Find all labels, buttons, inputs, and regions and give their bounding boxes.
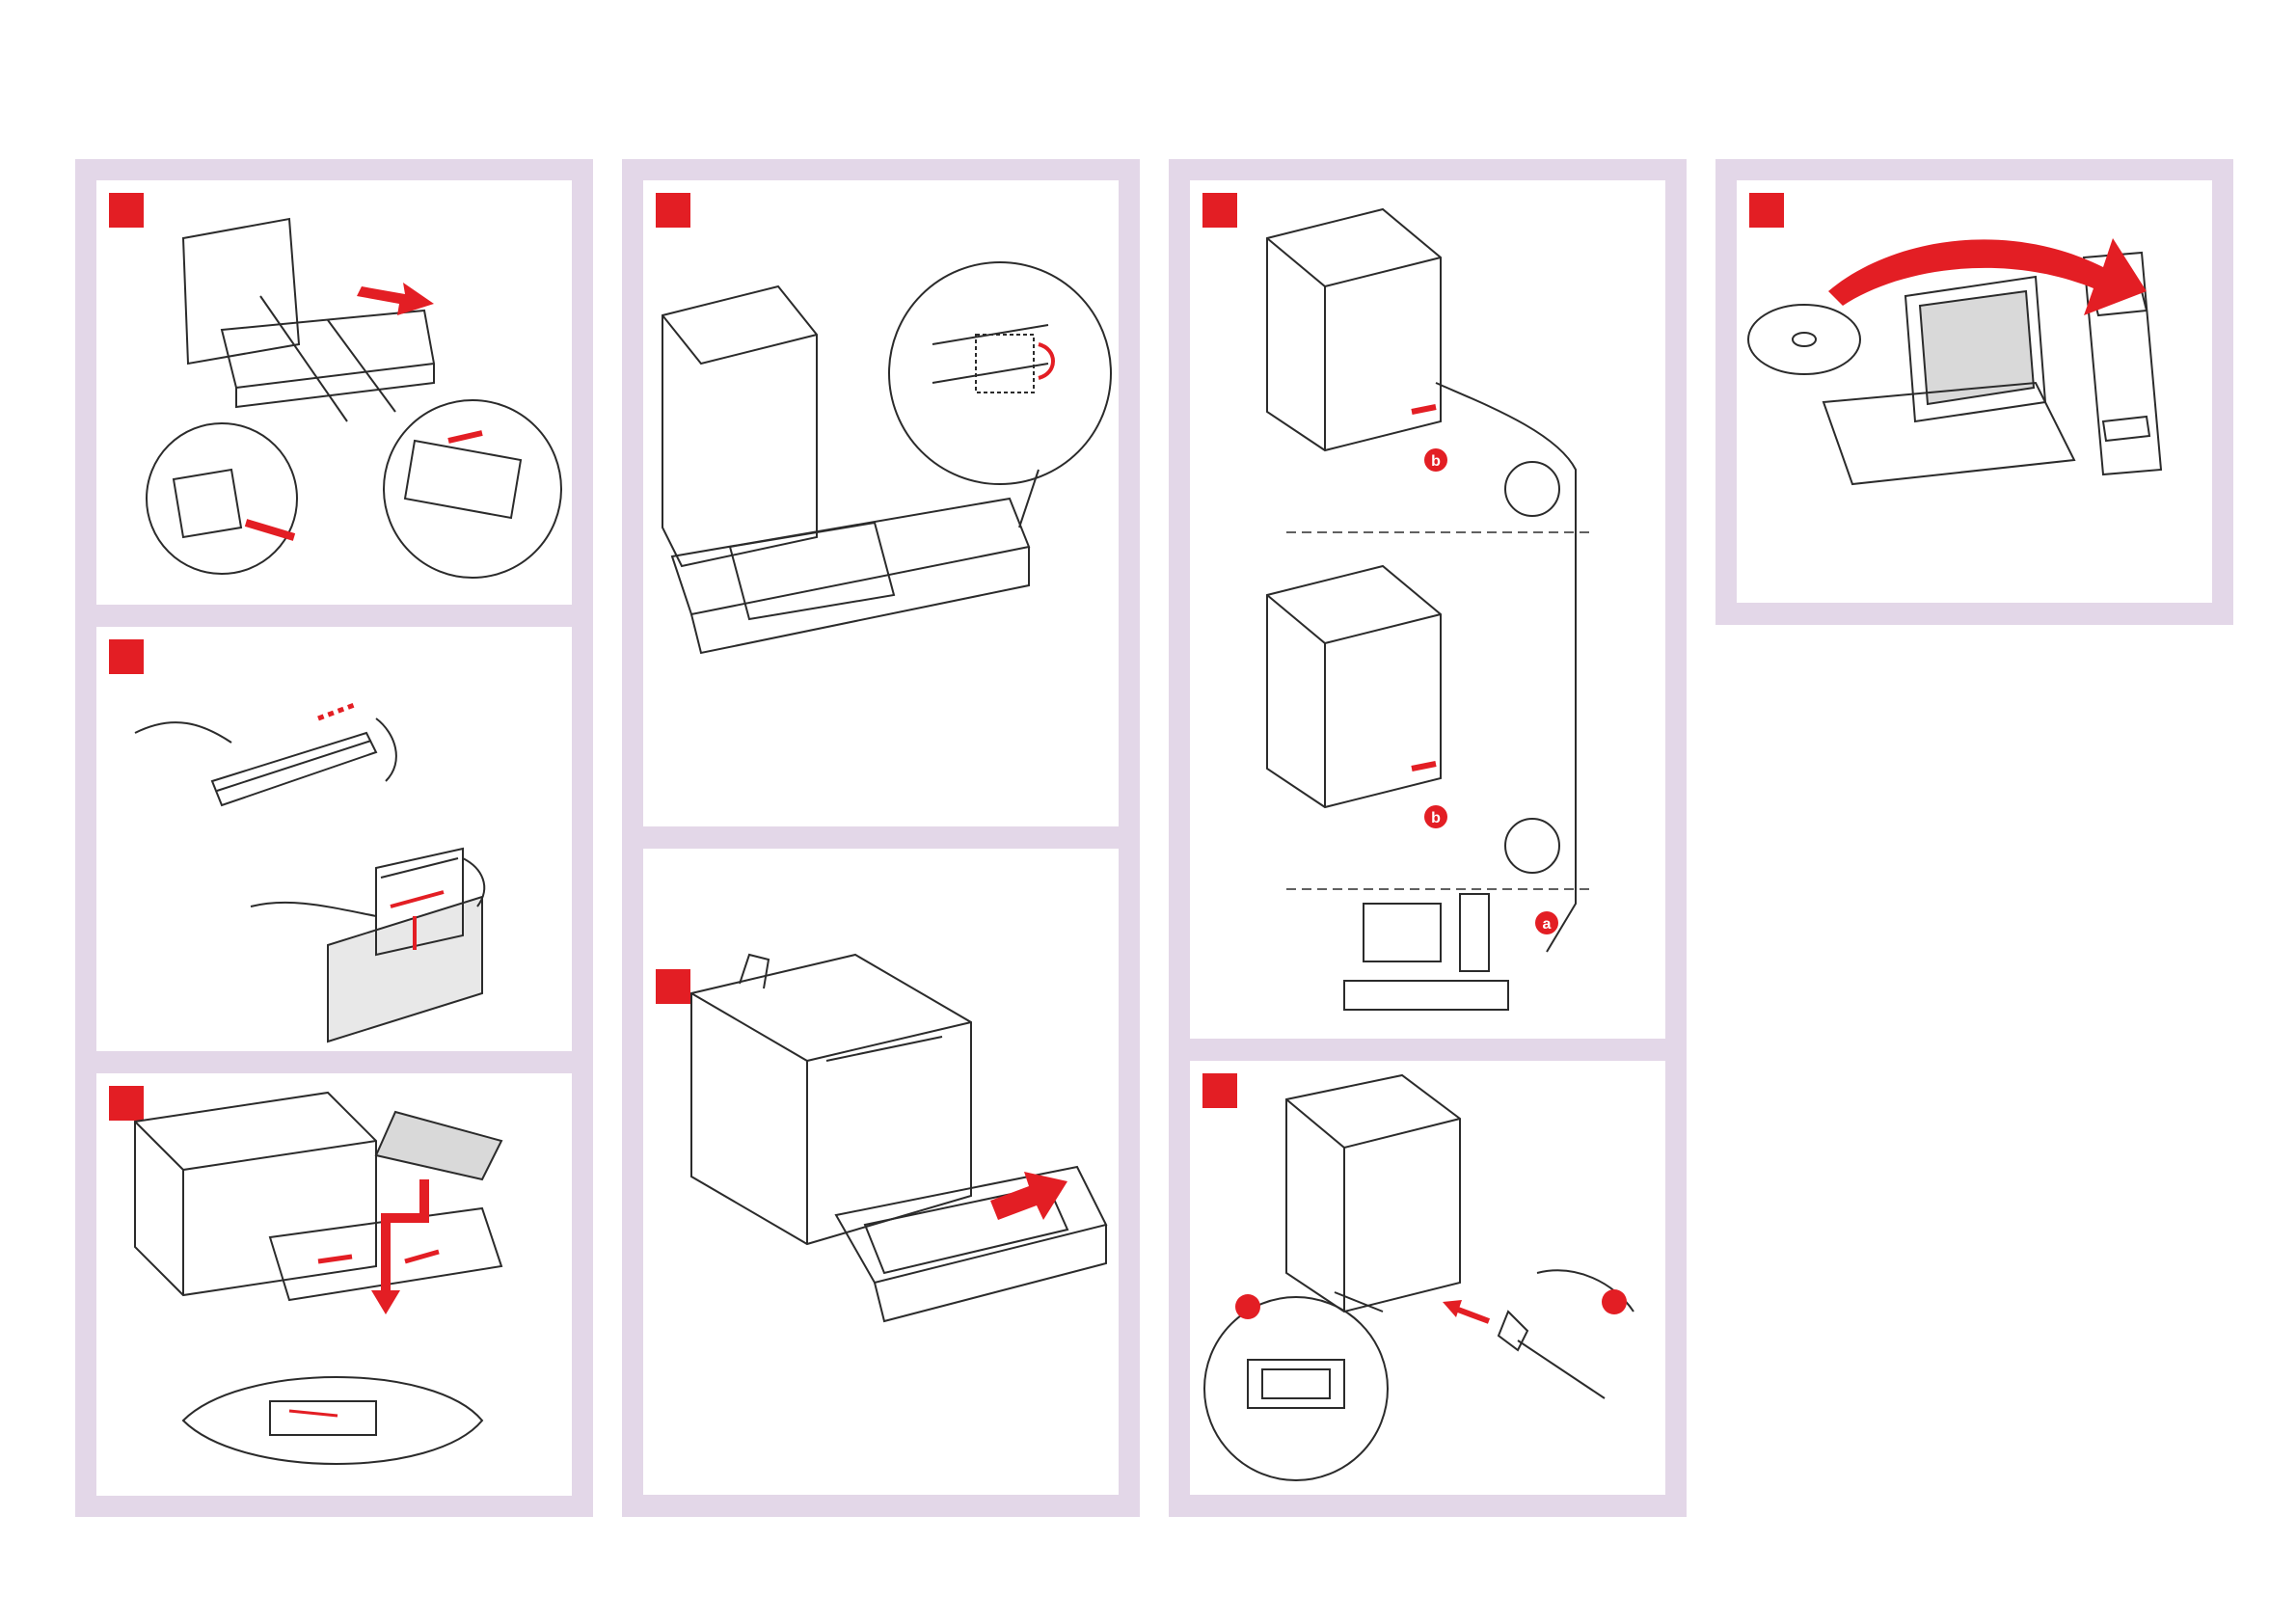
printer-tray-guides-icon: [96, 180, 572, 605]
svg-text:a: a: [1543, 916, 1552, 933]
panel-power-on: [1190, 1061, 1665, 1495]
callout-a-computer: a: [1535, 911, 1558, 934]
callout-b-network: b: [1424, 448, 1447, 472]
panel-connect-cable: b b a: [1190, 180, 1665, 1039]
cd-to-computer-icon: [1737, 180, 2212, 603]
panel-load-paper: [96, 1073, 572, 1496]
panel-install-software: [1737, 180, 2212, 603]
panel-remove-tray: [96, 180, 572, 605]
column-3: b b a: [1169, 159, 1687, 1517]
cd-disc-icon: [1748, 305, 1860, 374]
svg-text:b: b: [1431, 453, 1441, 470]
power-switch-cord-icon: [1190, 1061, 1665, 1495]
column-2: [622, 159, 1140, 1517]
column-4: [1715, 159, 2233, 625]
panel-fan-paper: [96, 627, 572, 1051]
paper-stack-fan-icon: [96, 627, 572, 1051]
tray-roller-detail-icon: [643, 180, 1119, 826]
panel-insert-tray: [643, 849, 1119, 1495]
callout-dot-cord: [1602, 1289, 1627, 1314]
svg-text:b: b: [1431, 810, 1441, 826]
column-1: [75, 159, 593, 1517]
callout-dot-switch: [1235, 1294, 1260, 1319]
push-tray-in-icon: [643, 849, 1119, 1495]
callout-b-usb: b: [1424, 805, 1447, 828]
network-usb-connection-icon: b b a: [1190, 180, 1665, 1039]
panel-adjust-tray: [643, 180, 1119, 826]
paper-load-tray-icon: [96, 1073, 572, 1496]
